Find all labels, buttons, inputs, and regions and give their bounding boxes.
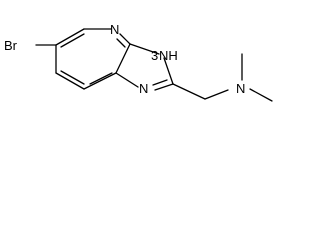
bond-ch2-n — [204, 89, 229, 100]
bond-c3a-c4-link — [83, 72, 117, 90]
bond-n-methyl-right — [249, 88, 273, 102]
bromine-label: Br — [4, 38, 18, 53]
molecule-drawing: Br N 3 NH N N — [4, 22, 273, 102]
bond-n3-c3a — [115, 72, 139, 88]
imidazole-nh-label: NH — [159, 48, 178, 63]
imidazole-ring — [115, 43, 174, 91]
pyridine-ring — [55, 28, 131, 90]
imidazole-n-label: N — [139, 81, 148, 96]
bond-c5-c6 — [55, 28, 85, 46]
bond-n7-c7a — [119, 33, 131, 45]
bond-n1-c2 — [163, 57, 174, 85]
bond-c2-n3-double — [152, 79, 168, 86]
bond-c4-c3a-double — [60, 70, 85, 85]
bond-c7a-c3a — [115, 43, 131, 74]
bond-c4-c3a — [55, 72, 85, 90]
bond-c5-c6-double — [60, 33, 85, 48]
pyridine-nitrogen-label: N — [110, 22, 119, 37]
substituents — [35, 44, 273, 102]
bond-c2-ch2 — [172, 83, 206, 100]
bond-c2-n3 — [154, 83, 174, 91]
bond-c3a-c4-link-double — [89, 72, 113, 85]
amine-nitrogen-label: N — [236, 81, 245, 96]
imidazole-nh-number-label: 3 — [151, 48, 158, 63]
bond-c7a-n1 — [129, 43, 160, 55]
structure-canvas: Br N 3 NH N N — [0, 0, 284, 115]
bond-n7-c7a-double — [116, 38, 126, 48]
